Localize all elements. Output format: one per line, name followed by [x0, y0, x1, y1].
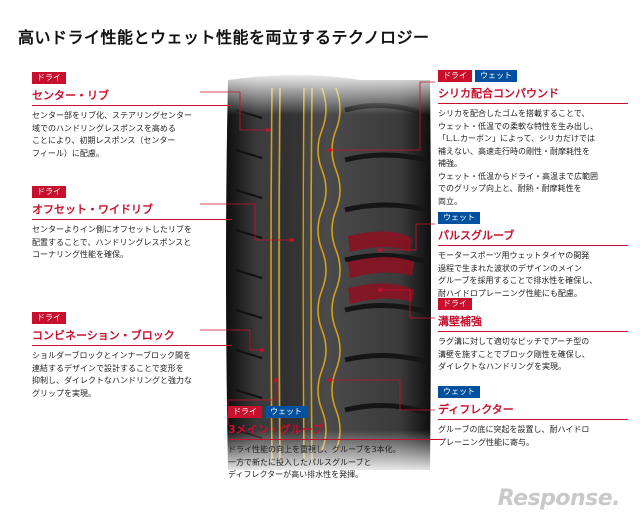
shoulder-blocks-right [344, 102, 429, 415]
wet-tag: ウェット [438, 386, 480, 398]
leader-dots [260, 128, 382, 382]
dry-tag: ドライ [32, 312, 66, 324]
feature-pulse-groove: ウェット パルスグルーブ モータースポーツ用ウェットタイヤの開発過程で生まれた波… [438, 212, 628, 300]
dry-tag: ドライ [438, 298, 472, 310]
dry-tag: ドライ [228, 406, 262, 418]
feature-heading: ディフレクター [438, 401, 628, 420]
feature-3-main-groove: ドライ ウェット 3メイン・グルーブ ドライ性能の向上を重視し、グルーブを3本化… [228, 406, 443, 482]
feature-description: センターよりイン側にオフセットしたリブを配置することで、ハンドリングレスポンスと… [32, 225, 192, 259]
page-title: 高いドライ性能とウェット性能を両立するテクノロジー [18, 28, 430, 47]
feature-heading: シリカ配合コンパウンド [438, 85, 628, 104]
feature-deflector: ウェット ディフレクター グルーブの底に突起を設置し、耐ハイドロプレーニング性能… [438, 386, 628, 449]
feature-silica-compound: ドライ ウェット シリカ配合コンパウンド シリカを配合したゴムを搭載することで、… [438, 70, 628, 208]
wet-tag: ウェット [475, 70, 517, 82]
feature-offset-wide-rib: ドライ オフセット・ワイドリブ センターよりイン側にオフセットしたリブを配置する… [32, 186, 232, 262]
leader-lines [200, 81, 435, 425]
feature-description: グルーブの底に突起を設置し、耐ハイドロプレーニング性能に寄与。 [438, 425, 590, 447]
feature-center-rib: ドライ センター・リブ センター部をリブ化、ステアリングセンター域でのハンドリン… [32, 72, 232, 160]
dry-tag: ドライ [438, 70, 472, 82]
feature-heading: オフセット・ワイドリブ [32, 201, 232, 220]
feature-heading: 3メイン・グルーブ [228, 421, 443, 440]
dry-tag: ドライ [32, 72, 66, 84]
wet-tag: ウェット [438, 212, 480, 224]
feature-description: ラグ溝に対して適切なピッチでアーチ型の溝壁を施すことでブロック剛性を確保し、 ダ… [438, 337, 590, 371]
response-logo: Response. [497, 486, 621, 511]
wet-tag: ウェット [265, 406, 307, 418]
feature-heading: センター・リブ [32, 87, 232, 106]
feature-groove-wall-reinforcement: ドライ 溝壁補強 ラグ溝に対して適切なピッチでアーチ型の溝壁を施すことでブロック… [438, 298, 628, 374]
dry-tag: ドライ [32, 186, 66, 198]
feature-heading: 溝壁補強 [438, 313, 628, 332]
tire-body [226, 75, 431, 470]
feature-heading: パルスグルーブ [438, 227, 628, 246]
feature-description: ショルダーブロックとインナーブロック間を連結するデザインで設計することで変形を … [32, 351, 192, 398]
feature-description: シリカを配合したゴムを搭載することで、ウェット・低温での柔軟な特性を生み出し、 … [438, 109, 598, 206]
feature-description: ドライ性能の向上を重視し、グルーブを3本化。一方で新たに投入したパルスグルーブと… [228, 445, 401, 479]
feature-description: センター部をリブ化、ステアリングセンター域でのハンドリングレスポンスを高める こ… [32, 111, 192, 158]
feature-combination-block: ドライ コンビネーション・ブロック ショルダーブロックとインナーブロック間を連結… [32, 312, 232, 400]
feature-heading: コンビネーション・ブロック [32, 327, 232, 346]
feature-description: モータースポーツ用ウェットタイヤの開発過程で生まれた波状のデザインのメイン グル… [438, 251, 598, 298]
groove-fill [281, 88, 303, 462]
pulse-groove-highlight [348, 231, 414, 304]
